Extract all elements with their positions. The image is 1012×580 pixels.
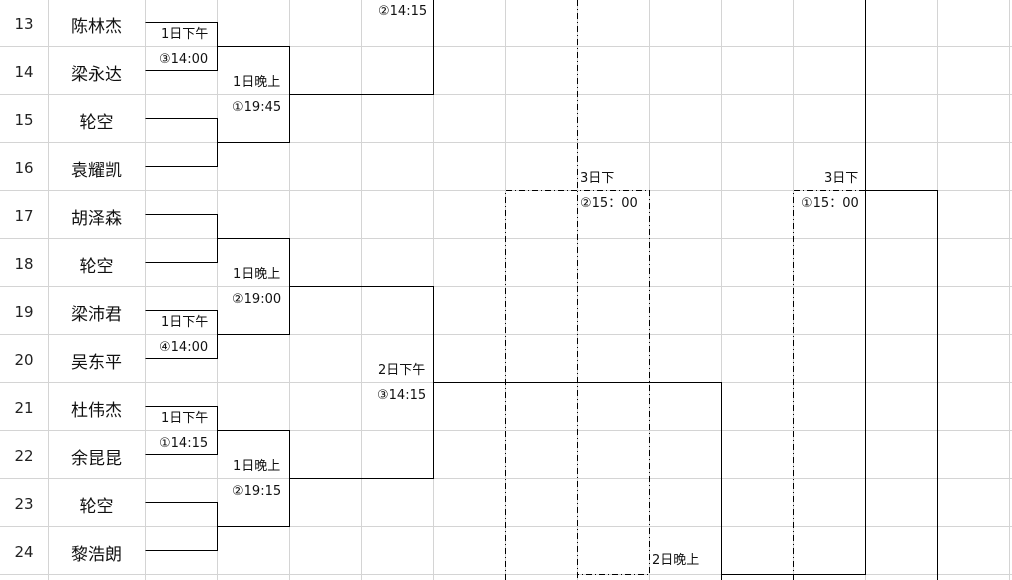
row-number: 18: [14, 255, 34, 273]
row-number: 13: [14, 15, 34, 33]
row-number: 24: [14, 543, 34, 561]
player-name-cell[interactable]: 黎浩朗: [71, 544, 122, 565]
grid-column-line: [1009, 0, 1010, 580]
player-name-cell[interactable]: 杜伟杰: [71, 400, 122, 421]
match-day-note: 1日晚上: [233, 459, 281, 474]
match-day-note: 1日下午: [161, 315, 209, 330]
bracket-connector: [289, 286, 434, 479]
grid-row-line: [0, 94, 1012, 95]
match-day-note: 1日下午: [161, 411, 209, 426]
row-number: 21: [14, 399, 34, 417]
grid-row-line: [0, 286, 1012, 287]
dashed-connector: [793, 190, 866, 580]
match-time-note: ②19:15: [232, 484, 282, 499]
player-name-cell[interactable]: 吴东平: [71, 352, 122, 373]
grid-row-line: [0, 478, 1012, 479]
bracket-connector: [289, 0, 434, 95]
row-number: 17: [14, 207, 34, 225]
match-day-note: 2日晚上: [652, 553, 700, 568]
row-number: 20: [14, 351, 34, 369]
bracket-connector: [721, 0, 866, 575]
player-name-cell[interactable]: 轮空: [79, 496, 114, 517]
match-time-note: ③14:15: [377, 388, 427, 403]
match-time-note: ④14:00: [159, 340, 209, 355]
bracket-connector: [145, 214, 218, 263]
match-day-note: 1日晚上: [233, 267, 281, 282]
grid-column-line: [361, 0, 362, 580]
grid-row-line: [0, 334, 1012, 335]
grid-column-line: [48, 0, 49, 580]
match-time-note: ①19:45: [232, 100, 282, 115]
match-day-note: 3日下: [580, 171, 615, 186]
bracket-connector: [145, 118, 218, 167]
match-time-note: ②19:00: [232, 292, 282, 307]
row-number: 23: [14, 495, 34, 513]
row-number: 14: [14, 63, 34, 81]
grid-column-line: [217, 0, 218, 580]
bracket-connector: [217, 46, 290, 143]
row-number: 19: [14, 303, 34, 321]
match-time-note: ③14:00: [159, 52, 209, 67]
player-name-cell[interactable]: 轮空: [79, 256, 114, 277]
match-time-note: ①15：00: [801, 196, 859, 211]
grid-column-line: [145, 0, 146, 580]
player-name-cell[interactable]: 胡泽森: [71, 208, 122, 229]
grid-row-line: [0, 142, 1012, 143]
player-name-cell[interactable]: 余昆昆: [71, 448, 122, 469]
bracket-connector: [865, 190, 938, 580]
match-day-note: 2日下午: [378, 363, 426, 378]
bracket-connector: [145, 502, 218, 551]
bracket-connector: [217, 238, 290, 335]
player-name-cell[interactable]: 梁永达: [71, 64, 122, 85]
bracket-connector: [217, 430, 290, 527]
row-number: 15: [14, 111, 34, 129]
bracket-connector: [433, 382, 722, 580]
player-name-cell[interactable]: 陈林杰: [71, 16, 122, 37]
match-time-note: ②15：00: [580, 196, 638, 211]
match-day-note: 1日晚上: [233, 75, 281, 90]
grid-column-line: [721, 0, 722, 580]
match-day-note: 1日下午: [161, 27, 209, 42]
match-day-note: 3日下: [824, 171, 859, 186]
row-number: 16: [14, 159, 34, 177]
match-time-note: ①14:15: [159, 436, 209, 451]
player-name-cell[interactable]: 轮空: [79, 112, 114, 133]
player-name-cell[interactable]: 梁沛君: [71, 304, 122, 325]
row-number: 22: [14, 447, 34, 465]
grid-row-line: [0, 430, 1012, 431]
match-time-note: ②14:15: [378, 4, 428, 19]
player-name-cell[interactable]: 袁耀凯: [71, 160, 122, 181]
dashed-connector: [505, 190, 650, 580]
grid-row-line: [0, 46, 1012, 47]
